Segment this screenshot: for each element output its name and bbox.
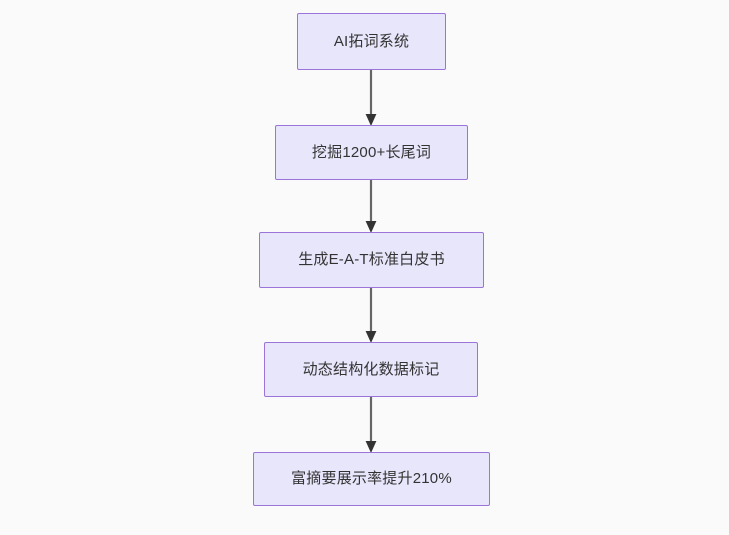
flow-node-label: 动态结构化数据标记 [302, 360, 440, 378]
flow-node-rich-snippet-rate-increase[interactable]: 富摘要展示率提升210% [253, 452, 490, 506]
flow-node-mine-longtail-keywords[interactable]: 挖掘1200+长尾词 [275, 125, 468, 180]
flow-node-generate-eat-whitepaper[interactable]: 生成E-A-T标准白皮书 [259, 232, 484, 288]
flow-node-label: 富摘要展示率提升210% [291, 470, 452, 487]
flow-node-ai-keyword-system[interactable]: AI拓词系统 [297, 13, 446, 70]
edge-n4-n5 [363, 397, 379, 454]
flow-node-label: AI拓词系统 [333, 32, 410, 50]
flow-node-label: 挖掘1200+长尾词 [311, 143, 432, 161]
edge-n2-n3 [363, 180, 379, 234]
flow-node-label: 生成E-A-T标准白皮书 [298, 251, 445, 268]
edge-n3-n4 [363, 288, 379, 344]
flow-node-dynamic-structured-data-markup[interactable]: 动态结构化数据标记 [264, 342, 478, 397]
edge-n1-n2 [363, 70, 379, 127]
